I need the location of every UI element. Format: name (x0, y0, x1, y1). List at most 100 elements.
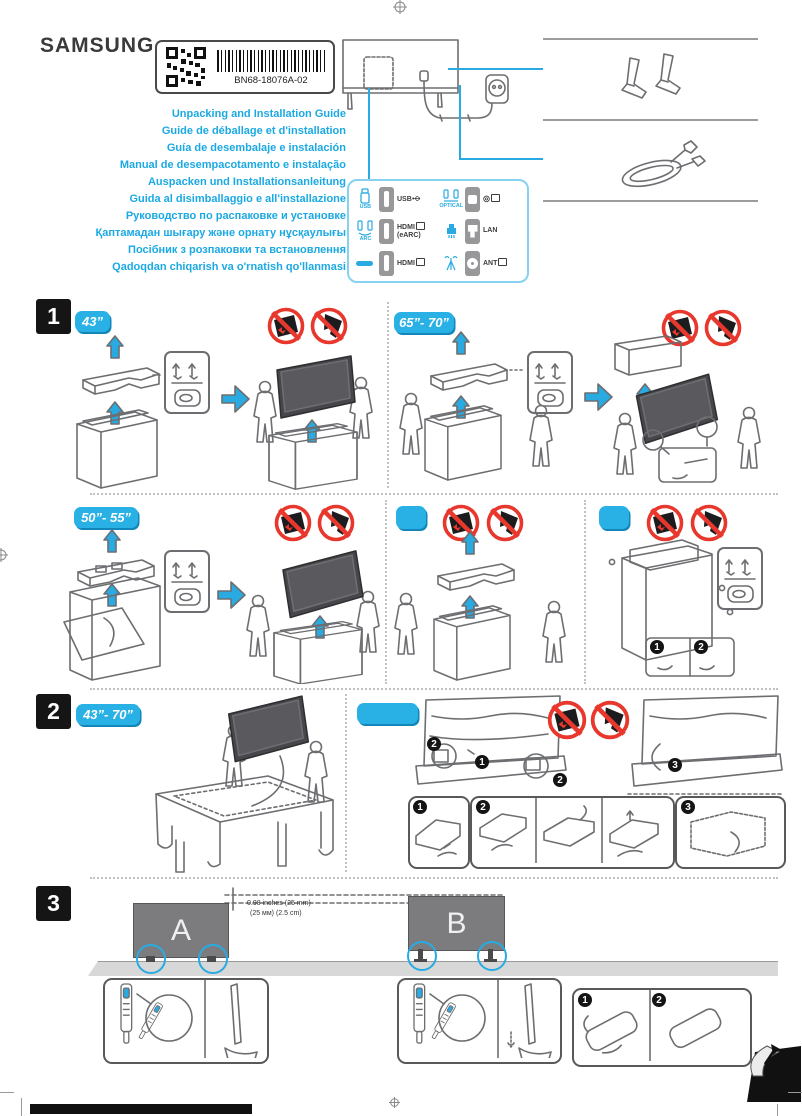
size-badge-65-70: 65”- 70” (394, 312, 454, 333)
height-measure-lines (224, 887, 504, 911)
samsung-logo: SAMSUNG (40, 34, 155, 57)
foot-highlight-ring (407, 941, 437, 971)
no-impact-icon (547, 700, 587, 740)
usb-symbol-icon (411, 195, 421, 201)
measure-line-2: (25 мм) (2.5 cm) (250, 910, 302, 917)
size-badge-50-55: 50”- 55” (74, 507, 138, 528)
page-turn-icon (747, 1044, 801, 1102)
port-lan: LAN (438, 215, 524, 247)
unbox-scene-43 (76, 335, 373, 490)
crop-mark (0, 1092, 14, 1093)
title-es: Guía de desembalaje e instalación (166, 142, 346, 154)
leader-line-ports (368, 88, 370, 180)
audio-out-symbol-icon: ◎ (483, 194, 490, 203)
stand-attach-scene-2 (627, 695, 785, 795)
usb-drive-icon (360, 188, 370, 204)
table-placement-scene (155, 695, 334, 873)
divider-row2b (584, 500, 586, 684)
size-badge-43: 43” (75, 311, 110, 332)
divider-row1 (387, 302, 389, 488)
barcode-icon (217, 50, 325, 72)
divider-sec2-sec3 (90, 877, 778, 879)
title-ru: Руководство по распаковке и установке (125, 210, 346, 222)
crop-mark (21, 1098, 22, 1116)
size-badge-blank-1 (396, 506, 426, 529)
step-2-badge: 2 (652, 993, 666, 1007)
leader-line-cable-v (459, 85, 461, 159)
step-1-badge: 1 (578, 993, 592, 1007)
port-hdmi-earc: ARC HDMI(eARC) (352, 215, 438, 247)
section-2-number: 2 (36, 694, 71, 729)
power-cable-illustration (621, 140, 706, 188)
step-3-badge: 3 (668, 758, 682, 772)
step-2-badge: 2 (427, 737, 441, 751)
usb-port (379, 186, 394, 212)
tv-back-illustration (342, 39, 509, 122)
part-number: BN68-18076A-02 (234, 75, 308, 86)
multilingual-titles: Unpacking and Installation Guide Guide d… (60, 106, 346, 276)
step-1-badge: 1 (650, 640, 664, 654)
hdmi-port (379, 250, 394, 276)
device-symbol-icon (490, 194, 500, 202)
divider-sec1-rows (90, 493, 778, 495)
title-pt: Manual de desempacotamento e instalação (119, 159, 346, 171)
title-it: Guida al disimballaggio e all'installazi… (129, 193, 346, 205)
divider-sec2 (345, 694, 347, 872)
measure-line-1: 0.98 inches (25 mm) (247, 900, 311, 907)
accessory-divider-1 (543, 38, 758, 40)
divider-row2a (385, 500, 387, 684)
step-3-badge: 3 (681, 800, 695, 814)
size-badge-blank-2 (599, 506, 629, 529)
step-1-badge: 1 (475, 755, 489, 769)
accessory-divider-2 (543, 119, 758, 121)
print-color-bar (30, 1104, 252, 1114)
unbox-scene-blank-2 (608, 539, 763, 677)
arc-speakers-icon (357, 220, 373, 236)
qr-code-icon (165, 46, 207, 88)
title-en: Unpacking and Installation Guide (171, 108, 346, 120)
port-hdmi: HDMI (352, 247, 438, 279)
step-1-badge: 1 (413, 800, 427, 814)
unbox-scene-blank-1 (394, 531, 566, 681)
stand-feet-illustration (621, 53, 681, 99)
stand-attach-scene-1 (415, 695, 567, 785)
no-lean-icon (590, 700, 630, 740)
lan-plug-icon (447, 224, 456, 238)
title-de: Auspacken und Installationsanleitung (147, 176, 346, 188)
title-fr: Guide de déballage et d'installation (161, 125, 346, 137)
accessory-divider-3 (543, 200, 758, 202)
hdmi-earc-port (379, 218, 394, 244)
input-symbol-icon (498, 258, 508, 266)
leader-line-feet (448, 68, 543, 70)
registration-mark-bottom (389, 1097, 400, 1108)
foot-highlight-ring (198, 944, 228, 974)
step-2-badge: 2 (553, 773, 567, 787)
ports-panel: USB USB ARC HDMI(eARC) HDMI OPTICAL ◎ LA… (347, 179, 529, 283)
stand-b-detail-panel (397, 978, 562, 1064)
port-ant: ANT (438, 247, 524, 279)
optical-port (465, 186, 480, 212)
title-uz: Qadoqdan chiqarish va o'rnatish qo'llanm… (112, 261, 346, 273)
crop-mark (777, 1104, 778, 1116)
section-1-number: 1 (36, 299, 71, 334)
ant-port (465, 250, 480, 276)
step-2-badge: 2 (694, 640, 708, 654)
divider-sec1-sec2 (90, 688, 778, 690)
step-panel-2 (470, 796, 675, 869)
crop-mark (788, 1092, 802, 1093)
port-optical: OPTICAL ◎ (438, 183, 524, 215)
registration-mark-top (393, 0, 407, 14)
title-uk: Посібник з розпаковки та встановлення (128, 244, 346, 256)
foot-highlight-ring (136, 944, 166, 974)
product-label: BN68-18076A-02 (155, 40, 335, 94)
step-2-badge: 2 (476, 800, 490, 814)
stand-a-detail-panel (103, 978, 269, 1064)
input-symbol-icon (415, 258, 425, 266)
unbox-scene-65-70 (399, 331, 761, 483)
size-badge-43-70: 43”- 70” (76, 704, 140, 725)
soundbar-icon (356, 261, 373, 266)
registration-mark-left (0, 548, 8, 562)
leader-line-cable-h (459, 158, 543, 160)
lan-port (465, 218, 480, 244)
